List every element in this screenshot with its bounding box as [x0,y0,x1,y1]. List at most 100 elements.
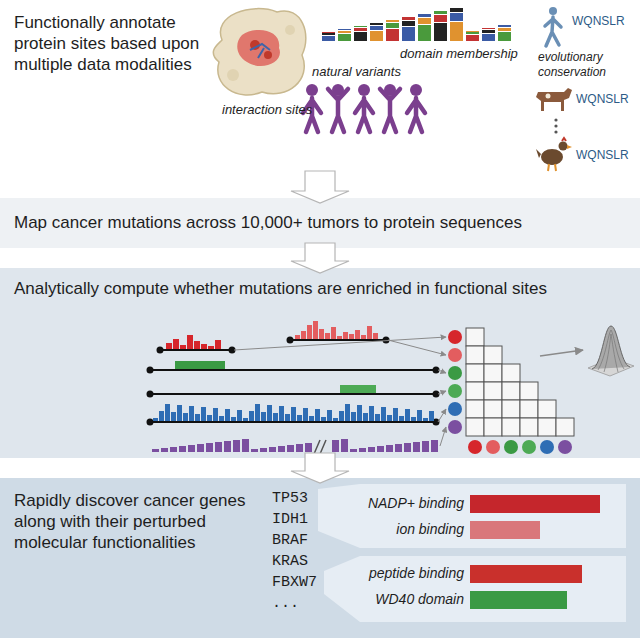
mutation-bar [188,445,195,452]
label-holder: NADP+ binding [326,495,464,512]
art-shape [237,30,280,66]
art-shape [554,124,557,127]
logo-letter-block [402,17,415,20]
mutation-bar [197,444,204,452]
protein-structure [213,9,306,95]
logo-letter-block [354,28,367,31]
annotation-label: WQNSLR [576,148,629,163]
pointer-arrow [234,337,446,350]
mutation-bar [242,439,249,452]
mutation-bar [339,411,344,421]
logo-letter-block [402,21,415,26]
mutation-bar [332,440,339,452]
label-holder: interaction sites [222,102,312,118]
annotation-label: ion binding [326,521,464,538]
pointer-arrow [540,350,583,356]
annotation-label: interaction sites [222,102,312,118]
mutation-bar [195,414,200,421]
logo-letter-block [466,32,479,34]
person-icon [380,84,400,132]
logo-letter-block [466,35,479,41]
mutation-bar [423,418,428,421]
matrix-cell [556,418,574,436]
logo-letter-block [338,34,351,41]
logo-letter-block [418,25,431,41]
mutation-bar [177,405,182,421]
mutation-bar [251,449,258,452]
mutation-bar [303,408,308,421]
mutation-bar [350,449,357,452]
mutation-bar [215,442,222,452]
mutation-bar [321,417,326,421]
track-end [147,391,154,398]
art-shape [306,84,318,96]
ellipsis-dots [554,118,557,133]
protein-track [290,339,386,341]
mutation-bar [215,340,221,349]
mutation-bar [313,321,318,339]
mutation-bar [395,444,402,452]
mutation-bar [208,346,214,349]
mutation-bar [429,411,434,421]
mutation-bar [260,448,267,452]
matrix-cell [466,382,484,400]
gene-name: BRAF [272,532,308,550]
mutation-bar [413,442,420,452]
mutation-bar [201,344,207,349]
annotation-label: natural variants [312,64,401,80]
logo-letter-block [338,31,351,33]
pointer-arrow [438,409,446,422]
mutation-bar [278,446,285,452]
logo-letter-block [482,30,495,33]
band-heading: Functionally annotate protein sites base… [14,12,204,75]
band-heading: Rapidly discover cancer genes along with… [14,490,254,553]
logo-letter-block [434,23,447,41]
logo-letter-block [354,32,367,41]
mutation-bar [201,407,206,421]
matrix-cell [538,418,556,436]
track-end [147,367,154,374]
mutation-bar [405,409,410,421]
matrix-cell [502,382,520,400]
category-dot [468,440,482,454]
art-shape [548,164,556,171]
matrix-cell [502,418,520,436]
protein-track [150,421,436,423]
mutation-bar [153,418,158,421]
mutation-bar [207,415,212,421]
mutation-bar [159,411,164,421]
mutation-bar [183,413,188,421]
logo-letter-block [482,34,495,41]
art-shape [536,88,572,111]
label-holder: FBXW7 [272,574,317,592]
mutation-bar [243,418,248,421]
mutation-bar [225,409,230,421]
label-holder: KRAS [272,553,308,571]
mutation-bar [327,410,332,421]
logo-letter-block [450,22,463,41]
result-bars [470,495,600,609]
gene-name: IDH1 [272,511,308,529]
mutation-bar [261,412,266,421]
logo-letter-block [450,8,463,12]
logo-letter-block [386,20,399,22]
logo-letter-block [370,31,383,41]
logo-letter-block [418,18,431,24]
art-shape [554,118,557,121]
art-shape [264,51,272,59]
wedge-panels [318,484,626,622]
category-dot [486,440,500,454]
art-shape [567,145,572,149]
matrix-cell [466,328,484,346]
label-holder: evolutionary conservation [538,50,634,80]
mutation-bar [381,407,386,421]
label-holder: WQNSLR [572,14,625,29]
gene-name: TP53 [272,490,308,508]
logo-letter-block [322,36,335,41]
track-end [157,347,164,354]
matrix-cell [484,364,502,382]
cow-icon [536,88,572,111]
mutation-bar [189,406,194,421]
mutation-bar [237,410,242,421]
label-holder: TP53 [272,490,308,508]
